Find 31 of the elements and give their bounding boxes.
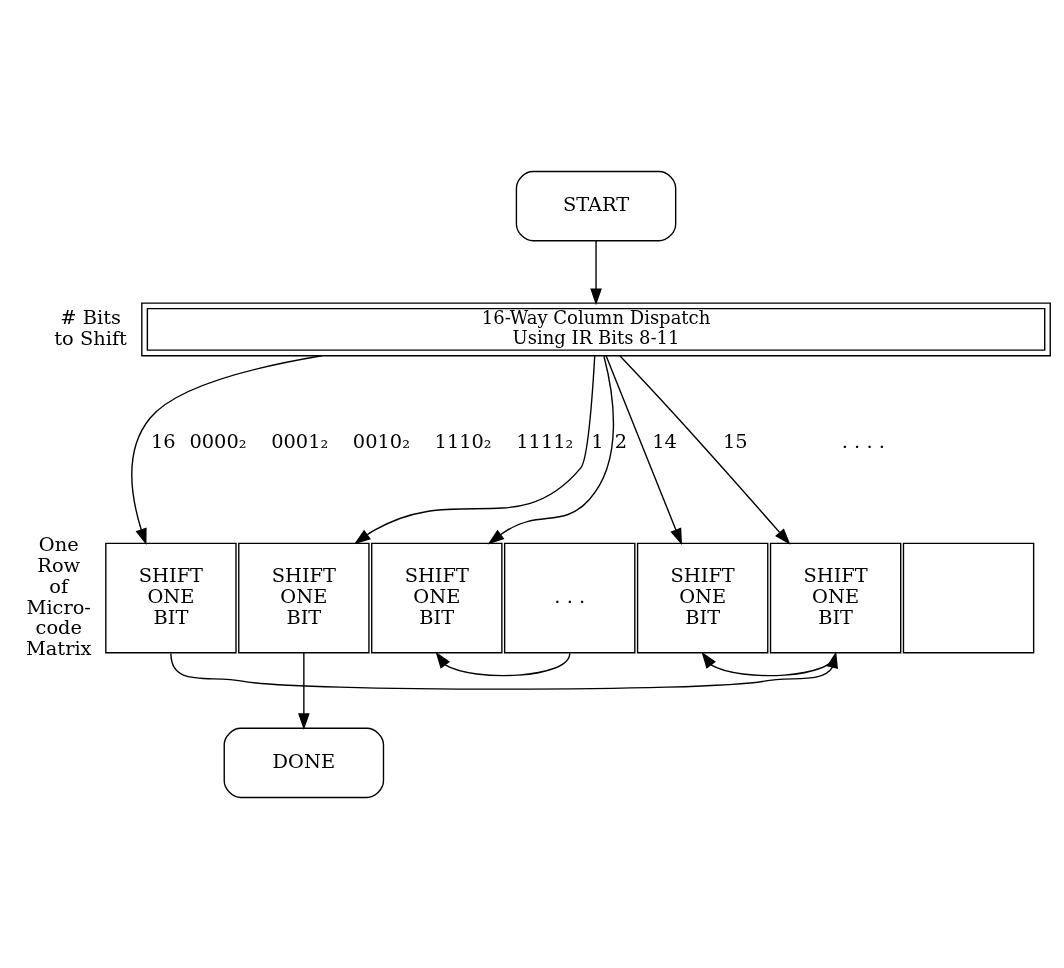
edge-label: 1 [591, 429, 604, 453]
node-box: SHIFT ONE BIT [636, 542, 769, 653]
label: 0001₂ [271, 429, 329, 453]
arrow [487, 355, 615, 544]
arrow [590, 239, 602, 305]
node-box: START [515, 170, 677, 241]
label: 1110₂ [434, 429, 492, 453]
edge-label: 14 [652, 429, 677, 453]
arrow [619, 354, 791, 545]
arrow [605, 354, 682, 545]
arrow [435, 651, 571, 676]
label: 1111₂ [516, 429, 574, 453]
node-box: . . . [503, 542, 636, 653]
edge-label: 16 [150, 429, 176, 453]
label: . . . . [841, 429, 885, 453]
node-box: DONE [223, 727, 385, 798]
arrow [131, 354, 323, 545]
node-box: 16-Way Column Dispatch Using IR Bits 8-11 [141, 301, 1051, 356]
arrow [354, 354, 596, 544]
node-box: SHIFT ONE BIT [105, 542, 237, 653]
label: One Row of Micro- code Matrix [25, 532, 92, 660]
label: 0010₂ [352, 429, 410, 453]
node-box [902, 542, 1035, 653]
edge-label: 15 [722, 429, 748, 453]
label: 0000₂ [189, 429, 247, 453]
node-box: SHIFT ONE BIT [769, 542, 902, 653]
node-box: SHIFT ONE BIT [238, 542, 370, 653]
arrow [298, 651, 310, 730]
label: # Bits to Shift [54, 305, 127, 350]
node-box: SHIFT ONE BIT [371, 542, 503, 653]
edge-label: 2 [614, 429, 628, 453]
